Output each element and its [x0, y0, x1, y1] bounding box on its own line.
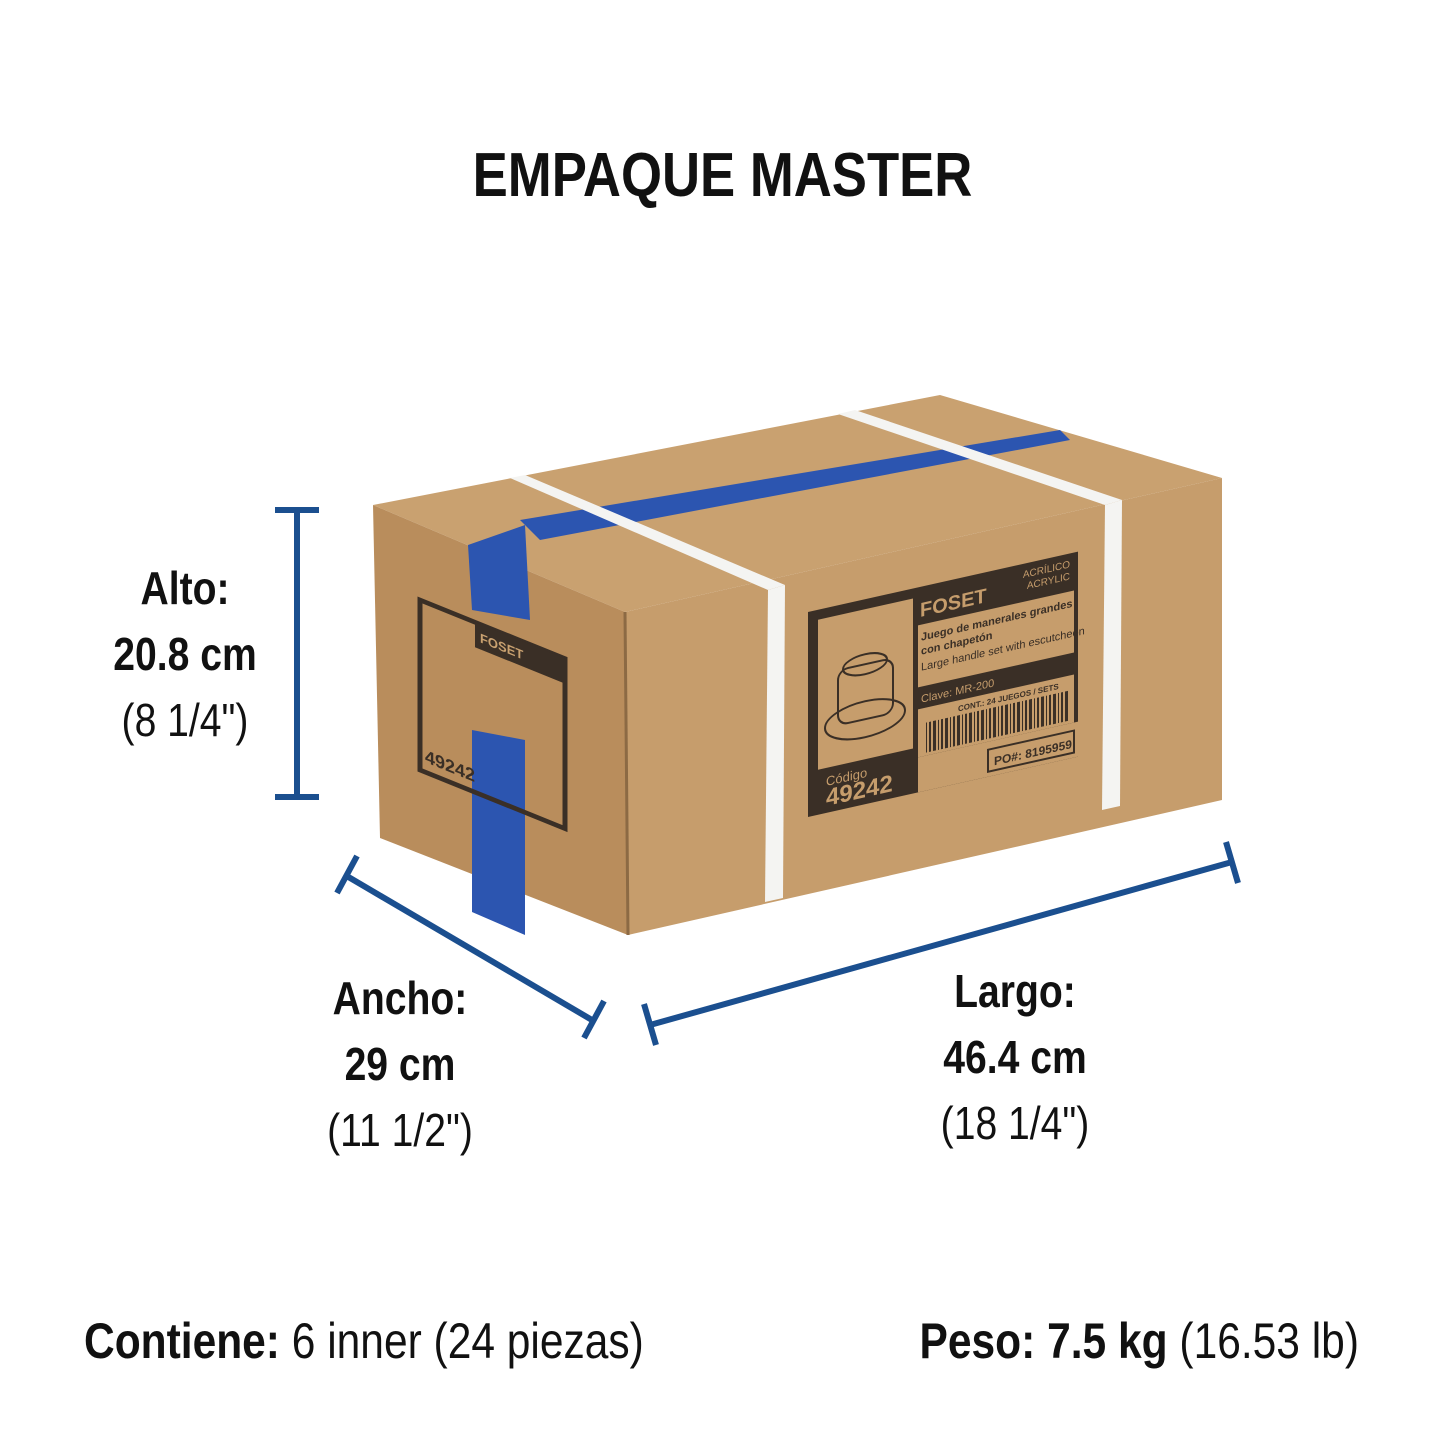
page-title: EMPAQUE MASTER [472, 141, 973, 210]
barcode-bar [1013, 702, 1015, 734]
barcode-bar [1058, 692, 1059, 724]
white-strap-front [765, 585, 785, 902]
barcode-bar [938, 719, 939, 750]
barcode-bar [950, 717, 951, 748]
contents-label: Contiene: [84, 1313, 280, 1369]
barcode-bar [1061, 692, 1063, 723]
contents-value: 6 inner (24 piezas) [291, 1313, 644, 1369]
barcode-bar [945, 717, 948, 749]
white-strap-2-front [1102, 500, 1122, 810]
ancho-label: Ancho: [332, 972, 468, 1024]
barcode-bar [965, 713, 967, 744]
alto-label: Alto: [140, 562, 230, 614]
white-strap-2 [838, 410, 1122, 505]
front-label: Código 49242 FOSET ACRÍLICO ACRYLIC Jueg… [808, 551, 1085, 817]
width-dimension-line [334, 854, 607, 1040]
barcode-bar [1034, 698, 1035, 729]
barcode-bar [1001, 705, 1003, 736]
weight-value: 7.5 kg [1047, 1313, 1168, 1369]
contents-info: Contiene: 6 inner (24 piezas) [84, 1312, 644, 1370]
barcode-bar [974, 711, 975, 742]
barcode-bar [989, 708, 991, 739]
weight-info: Peso: 7.5 kg (16.53 lb) [920, 1312, 1359, 1370]
barcode-bar [1022, 700, 1023, 732]
barcode-bar [1049, 694, 1051, 726]
barcode-bar [1005, 704, 1008, 735]
blue-tape-side [468, 525, 530, 620]
barcode-bar [998, 706, 999, 737]
height-dimension-line [275, 507, 319, 800]
barcode-bar [1037, 697, 1039, 728]
largo-imperial: (18 1/4") [940, 1097, 1090, 1149]
barcode-bar [1041, 696, 1044, 727]
barcode-bar [977, 710, 979, 742]
barcode-bar [986, 708, 987, 740]
weight-imperial: (16.53 lb) [1179, 1313, 1359, 1369]
alto-imperial: (8 1/4") [121, 694, 249, 746]
white-strap [510, 475, 785, 590]
largo-metric: 46.4 cm [943, 1031, 1087, 1083]
barcode-bar [926, 722, 927, 753]
barcode-bar [969, 712, 972, 744]
barcode-bar [1065, 690, 1068, 722]
barcode-bar [981, 709, 984, 741]
barcode-bar [953, 716, 955, 747]
barcode-bar [1053, 693, 1056, 725]
barcode-bar [929, 721, 931, 752]
barcode-bar [962, 714, 963, 745]
barcode-bar [1010, 703, 1011, 734]
barcode-bar [957, 715, 960, 746]
ancho-dimension: Ancho: 29 cm (11 1/2") [270, 965, 530, 1163]
barcode-bar [993, 706, 996, 738]
barcode-bar [1017, 701, 1020, 733]
barcode-icon [926, 690, 1068, 753]
barcode-bar [941, 718, 943, 750]
ancho-imperial: (11 1/2") [327, 1104, 473, 1156]
handle-drawing-icon [824, 698, 906, 741]
weight-label: Peso: [919, 1313, 1036, 1369]
blue-tape-side-lower [472, 730, 525, 935]
length-dimension-line [641, 841, 1241, 1046]
alto-dimension: Alto: 20.8 cm (8 1/4") [70, 555, 300, 753]
barcode-bar [1025, 700, 1027, 731]
blue-tape [520, 430, 1070, 540]
barcode-bar [1029, 698, 1032, 730]
largo-label: Largo: [954, 965, 1076, 1017]
barcode-bar [1046, 695, 1047, 726]
largo-dimension: Largo: 46.4 cm (18 1/4") [880, 958, 1150, 1156]
barcode-bar [933, 720, 936, 752]
ancho-metric: 29 cm [344, 1038, 456, 1090]
alto-metric: 20.8 cm [113, 628, 257, 680]
